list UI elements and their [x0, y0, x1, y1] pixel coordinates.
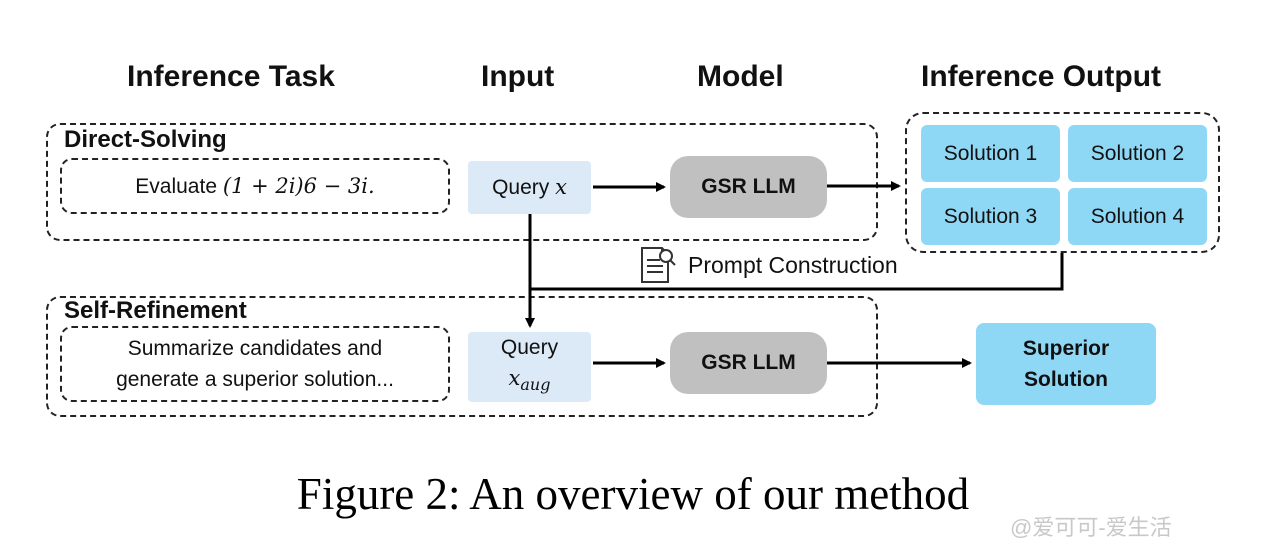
task-math: (1 + 2i)6 − 3i.	[222, 173, 375, 198]
superior-line-1: Superior	[1022, 337, 1110, 360]
self-refinement-task: Summarize candidates and generate a supe…	[60, 326, 450, 402]
task-line-2: generate a superior solution...	[116, 368, 394, 391]
query-x-aug: Query xaug	[468, 332, 591, 402]
task-line-1: Summarize candidates and	[127, 337, 383, 360]
solution-4: Solution 4	[1068, 188, 1207, 245]
header-inference-task: Inference Task	[127, 60, 335, 93]
self-refinement-region	[46, 296, 878, 417]
query-x: Query x	[468, 161, 591, 214]
query-aug-subscript: aug	[520, 375, 551, 395]
solution-2: Solution 2	[1068, 125, 1207, 182]
self-refinement-label: Self-Refinement	[64, 297, 247, 324]
query-aug-var: xaug	[508, 366, 551, 395]
document-search-icon	[638, 244, 678, 286]
task-text: Evaluate	[135, 174, 218, 198]
direct-solving-label: Direct-Solving	[64, 126, 227, 153]
query-aug-label: Query	[500, 336, 559, 360]
superior-solution: Superior Solution	[976, 323, 1156, 405]
gsr-llm-direct: GSR LLM	[670, 156, 827, 218]
query-var: x	[555, 175, 567, 199]
header-model: Model	[697, 60, 784, 93]
solution-1: Solution 1	[921, 125, 1060, 182]
header-input: Input	[481, 60, 555, 93]
gsr-llm-refine: GSR LLM	[670, 332, 827, 394]
figure-caption: Figure 2: An overview of our method	[296, 469, 970, 519]
inference-output-region	[905, 112, 1220, 253]
watermark: @爱可可-爱生活	[1010, 515, 1172, 540]
prompt-construction-label: Prompt Construction	[688, 252, 898, 278]
query-label: Query	[492, 176, 556, 199]
header-inference-output: Inference Output	[921, 60, 1162, 93]
direct-solving-task: Evaluate (1 + 2i)6 − 3i.	[60, 158, 450, 214]
superior-line-2: Solution	[1024, 368, 1108, 391]
solution-3: Solution 3	[921, 188, 1060, 245]
direct-solving-region	[46, 123, 878, 241]
